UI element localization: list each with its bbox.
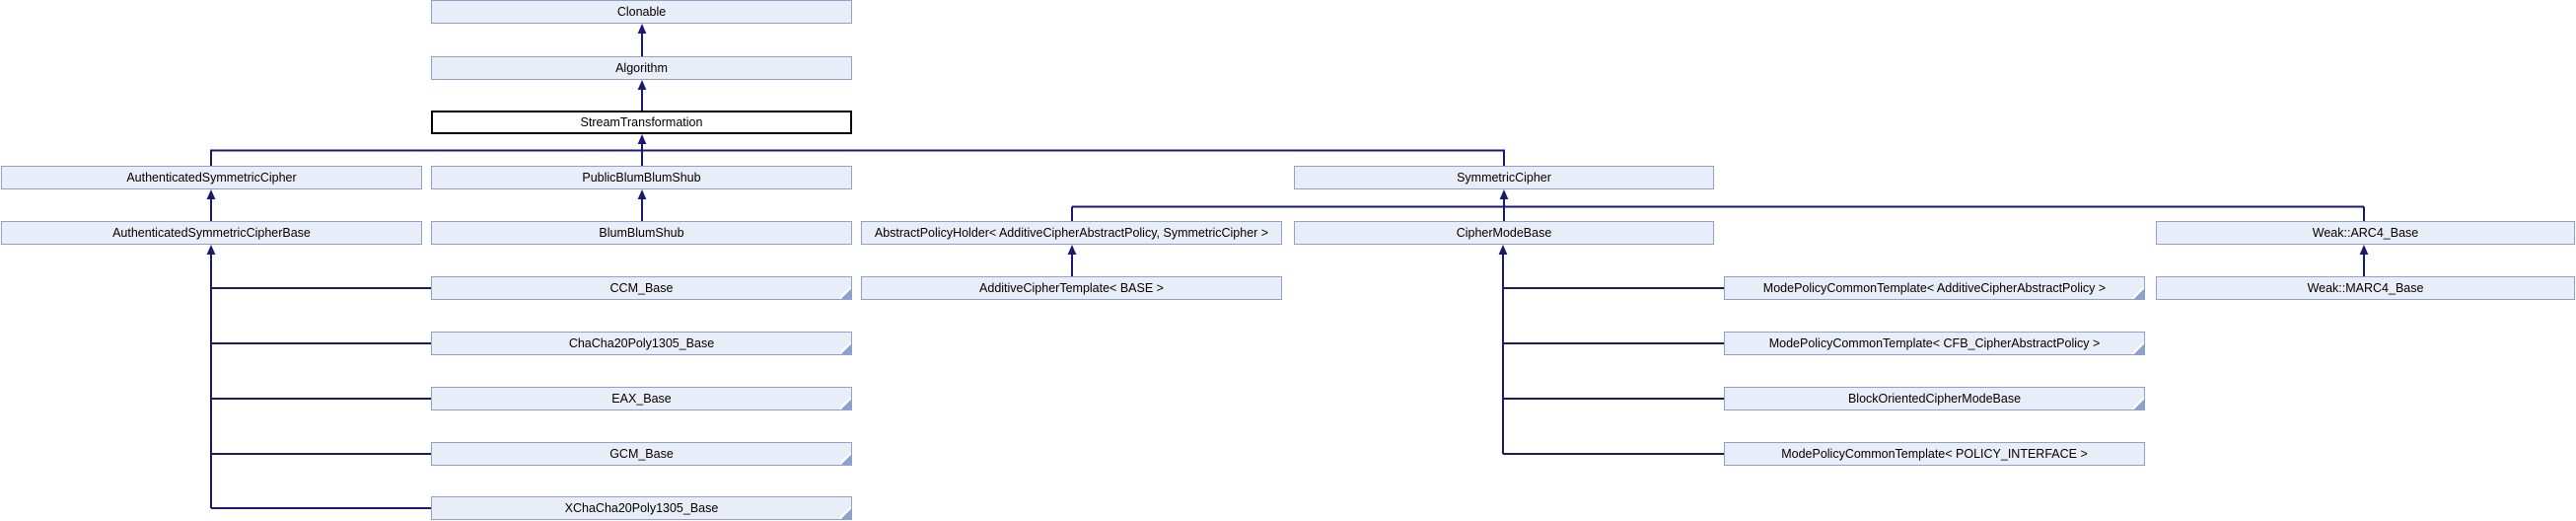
node-ccm-base[interactable]: CCM_Base: [431, 276, 852, 300]
edge-children-to-symmetriccipher: [1071, 189, 2365, 221]
node-label: EAX_Base: [611, 392, 672, 406]
node-clonable[interactable]: Clonable: [431, 0, 852, 24]
folded-corner-icon: [839, 507, 851, 519]
node-label: AuthenticatedSymmetricCipher: [126, 171, 297, 185]
node-stream-transformation: StreamTransformation: [431, 111, 852, 134]
edge-marc4-to-arc4: [2359, 245, 2369, 276]
edge-algorithm-to-clonable: [637, 24, 647, 56]
node-label: Clonable: [616, 5, 667, 19]
folded-corner-icon: [2132, 287, 2144, 299]
node-label: BlumBlumShub: [599, 226, 684, 240]
arrowhead-icon: [637, 134, 647, 144]
node-xchacha20poly1305-base[interactable]: XChaCha20Poly1305_Base: [431, 496, 852, 520]
node-block-oriented-cipher-mode-base[interactable]: BlockOrientedCipherModeBase: [1724, 387, 2145, 410]
node-weak-arc4-base[interactable]: Weak::ARC4_Base: [2156, 221, 2575, 245]
node-label: AbstractPolicyHolder< AdditiveCipherAbst…: [874, 226, 1269, 240]
edge-authbase-to-authcipher: [206, 189, 216, 221]
folded-corner-icon: [839, 342, 851, 354]
edge-children-to-authbase: [206, 245, 431, 509]
node-chacha20poly1305-base[interactable]: ChaCha20Poly1305_Base: [431, 332, 852, 355]
node-label: XChaCha20Poly1305_Base: [564, 501, 719, 515]
node-label: AdditiveCipherTemplate< BASE >: [979, 281, 1164, 295]
node-authenticated-symmetric-cipher[interactable]: AuthenticatedSymmetricCipher: [1, 166, 422, 189]
folded-corner-icon: [839, 453, 851, 465]
node-eax-base[interactable]: EAX_Base: [431, 387, 852, 410]
folded-corner-icon: [2132, 398, 2144, 409]
edge-blumblumshub-to-publicblumblumshub: [637, 189, 647, 221]
node-weak-marc4-base[interactable]: Weak::MARC4_Base: [2156, 276, 2575, 300]
arrowhead-icon: [1067, 245, 1077, 255]
folded-corner-icon: [2132, 342, 2144, 354]
folded-corner-icon: [839, 287, 851, 299]
arrowhead-icon: [637, 80, 647, 90]
node-label: Algorithm: [615, 61, 668, 75]
arrowhead-icon: [206, 245, 216, 255]
node-label: GCM_Base: [609, 447, 674, 461]
arrowhead-icon: [1498, 245, 1508, 255]
folded-corner-icon: [839, 398, 851, 409]
arrowhead-icon: [637, 24, 647, 34]
node-mode-policy-common-template-cfb[interactable]: ModePolicyCommonTemplate< CFB_CipherAbst…: [1724, 332, 2145, 355]
node-label: StreamTransformation: [580, 115, 703, 129]
arrowhead-icon: [1499, 189, 1509, 199]
node-label: SymmetricCipher: [1457, 171, 1551, 185]
edge-additivecipher-to-abstractpolicyholder: [1067, 245, 1077, 276]
node-label: ModePolicyCommonTemplate< POLICY_INTERFA…: [1781, 447, 2088, 461]
edge-streamtransformation-to-algorithm: [637, 80, 647, 111]
node-gcm-base[interactable]: GCM_Base: [431, 442, 852, 466]
node-authenticated-symmetric-cipher-base[interactable]: AuthenticatedSymmetricCipherBase: [1, 221, 422, 245]
node-cipher-mode-base[interactable]: CipherModeBase: [1294, 221, 1714, 245]
node-algorithm[interactable]: Algorithm: [431, 56, 852, 80]
arrowhead-icon: [637, 189, 647, 199]
node-label: ModePolicyCommonTemplate< AdditiveCipher…: [1762, 281, 2107, 295]
arrowhead-icon: [206, 189, 216, 199]
node-public-blum-blum-shub[interactable]: PublicBlumBlumShub: [431, 166, 852, 189]
node-label: CCM_Base: [609, 281, 674, 295]
node-label: ChaCha20Poly1305_Base: [568, 336, 715, 350]
node-label: Weak::MARC4_Base: [2307, 281, 2424, 295]
edge-children-to-ciphermodebase: [1498, 245, 1724, 455]
node-label: PublicBlumBlumShub: [582, 171, 701, 185]
node-symmetric-cipher[interactable]: SymmetricCipher: [1294, 166, 1714, 189]
node-label: Weak::ARC4_Base: [2312, 226, 2419, 240]
node-label: BlockOrientedCipherModeBase: [1847, 392, 2022, 406]
edge-children-to-streamtransformation: [210, 134, 1505, 166]
node-label: CipherModeBase: [1456, 226, 1552, 240]
node-additive-cipher-template[interactable]: AdditiveCipherTemplate< BASE >: [861, 276, 1282, 300]
node-blum-blum-shub[interactable]: BlumBlumShub: [431, 221, 852, 245]
node-label: AuthenticatedSymmetricCipherBase: [112, 226, 311, 240]
node-mode-policy-common-template-policy-interface[interactable]: ModePolicyCommonTemplate< POLICY_INTERFA…: [1724, 442, 2145, 466]
arrowhead-icon: [2359, 245, 2369, 255]
node-mode-policy-common-template-additive[interactable]: ModePolicyCommonTemplate< AdditiveCipher…: [1724, 276, 2145, 300]
node-label: ModePolicyCommonTemplate< CFB_CipherAbst…: [1768, 336, 2101, 350]
node-abstract-policy-holder[interactable]: AbstractPolicyHolder< AdditiveCipherAbst…: [861, 221, 1282, 245]
